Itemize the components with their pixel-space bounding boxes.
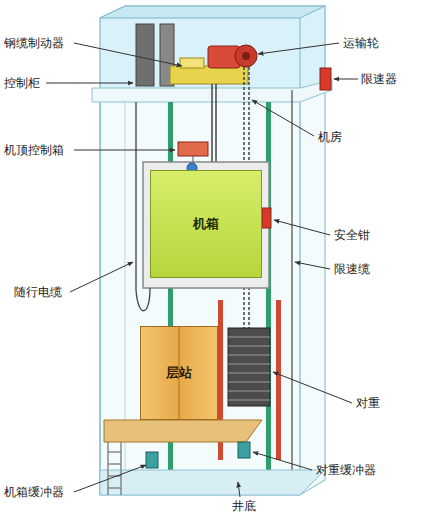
- part-label: 限速器: [361, 72, 397, 86]
- part-label: 钢缆制动器: [4, 36, 64, 50]
- part-label: 机房: [318, 130, 342, 144]
- part-label: 随行电缆: [14, 285, 62, 299]
- part-label: 对重: [356, 396, 380, 410]
- part-label: 控制柜: [4, 76, 40, 90]
- node-label: 机箱: [193, 215, 219, 233]
- part-label: 安全钳: [334, 228, 370, 242]
- car-box: 机箱: [150, 170, 262, 278]
- part-label: 机箱缓冲器: [4, 485, 64, 499]
- part-label: 限速缆: [334, 262, 370, 276]
- part-label: 对重缓冲器: [316, 463, 376, 477]
- part-label: 井底: [232, 499, 256, 513]
- landing-door: 层站: [140, 326, 218, 420]
- part-label: 机顶控制箱: [4, 143, 64, 157]
- part-label: 运输轮: [343, 36, 379, 50]
- node-label: 层站: [166, 364, 192, 382]
